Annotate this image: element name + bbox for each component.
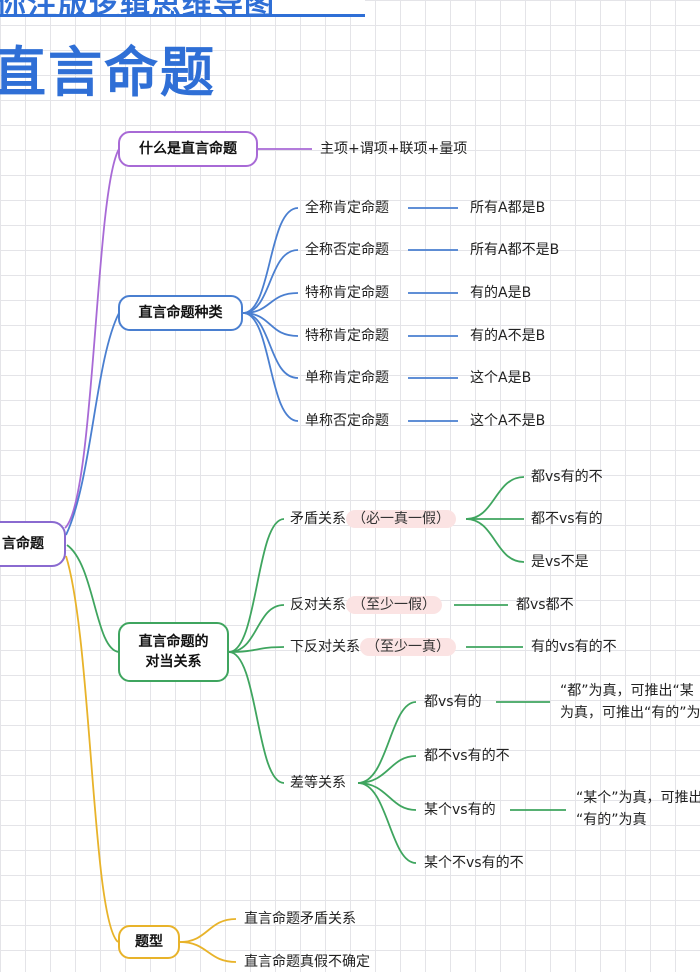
connector-root-questions xyxy=(65,555,119,943)
contrary-item: 都vs都不 xyxy=(516,597,574,613)
type-form: 所有A都是B xyxy=(470,200,546,216)
node-questions[interactable]: 题型 xyxy=(118,925,180,959)
subcontrary-item: 有的vs有的不 xyxy=(531,639,617,655)
type-name: 全称否定命题 xyxy=(305,242,389,258)
subaltern-item: 某个不vs有的不 xyxy=(424,855,524,871)
node-what-is[interactable]: 什么是直言命题 xyxy=(118,131,258,167)
node-relations[interactable]: 直言命题的 对当关系 xyxy=(118,622,229,682)
type-form: 所有A都不是B xyxy=(470,242,560,258)
relation-contrary: 反对关系（至少一假） xyxy=(290,595,442,615)
connector-root-what xyxy=(64,148,120,529)
relation-subcontrary: 下反对关系（至少一真） xyxy=(290,637,456,657)
type-name: 单称否定命题 xyxy=(305,413,389,429)
node-types[interactable]: 直言命题种类 xyxy=(118,295,243,331)
contradiction-item: 都不vs有的 xyxy=(531,511,603,527)
relation-note: （必一真一假） xyxy=(346,510,456,528)
type-name: 全称肯定命题 xyxy=(305,200,389,216)
type-form: 这个A是B xyxy=(470,370,532,386)
relation-note: （至少一真） xyxy=(360,638,456,656)
relation-note: （至少一假） xyxy=(346,596,442,614)
subaltern-note: “都”为真，可推出“某 为真，可推出“有的”为 xyxy=(560,683,700,721)
type-name: 特称肯定命题 xyxy=(305,285,389,301)
subaltern-item: 某个vs有的 xyxy=(424,802,496,818)
header-strip: 你注版逻辑思维导图 xyxy=(0,0,365,17)
question-item: 直言命题矛盾关系 xyxy=(244,911,356,927)
type-form: 有的A不是B xyxy=(470,328,546,344)
root-node[interactable]: 言命题 xyxy=(0,521,66,567)
type-name: 特称肯定命题 xyxy=(305,328,389,344)
question-item: 直言命题真假不确定 xyxy=(244,954,370,970)
header-strip-text: 你注版逻辑思维导图 xyxy=(0,0,275,14)
connector-root-types xyxy=(65,312,120,536)
relation-contradiction: 矛盾关系（必一真一假） xyxy=(290,509,456,529)
subaltern-item: 都不vs有的不 xyxy=(424,748,510,764)
what-detail: 主项+谓项+联项+量项 xyxy=(320,141,468,157)
contradiction-item: 都vs有的不 xyxy=(531,469,603,485)
subaltern-item: 都vs有的 xyxy=(424,694,482,710)
type-name: 单称肯定命题 xyxy=(305,370,389,386)
connector-root-relations xyxy=(66,544,120,653)
subaltern-note: “某个”为真，可推出 “有的”为真 xyxy=(576,790,700,828)
contradiction-item: 是vs不是 xyxy=(531,554,589,570)
relation-subaltern: 差等关系 xyxy=(290,775,346,791)
type-form: 这个A不是B xyxy=(470,413,546,429)
page-title: 直言命题 xyxy=(0,41,216,104)
type-form: 有的A是B xyxy=(470,285,532,301)
